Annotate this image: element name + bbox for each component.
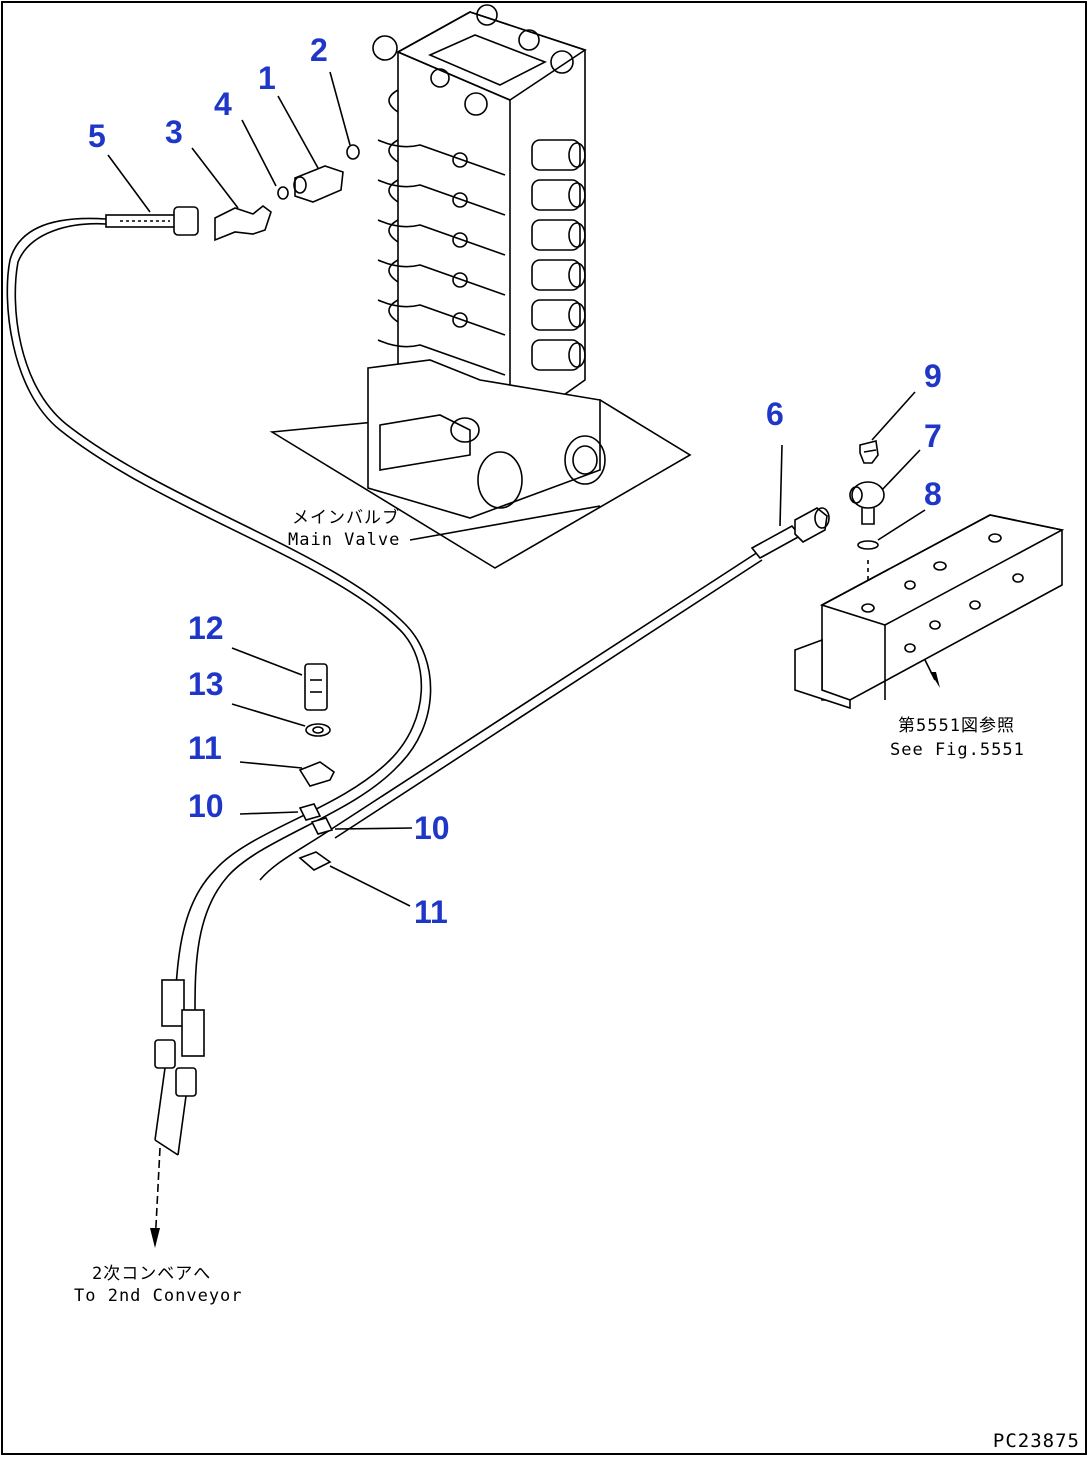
fitting-6 [750,507,830,560]
callout-4: 4 [214,86,232,122]
manifold-block [794,514,1065,710]
conveyor-label-en: To 2nd Conveyor [74,1286,243,1306]
callout-11-upper: 11 [188,730,222,766]
callout-6: 6 [766,396,784,432]
conveyor-label-jp: 2次コンベアへ [92,1264,212,1284]
callout-5: 5 [88,118,106,154]
figure-id: PC23875 [992,1430,1080,1452]
callout-3: 3 [165,114,183,150]
leader-lines [107,71,926,907]
main-valve-label-en: Main Valve [288,530,401,550]
callout-2: 2 [310,32,328,68]
clamp-parts [298,663,336,871]
main-valve [367,4,606,519]
main-valve-label-jp: メインバルブ [292,508,400,528]
hose-ends-bottom [150,979,205,1248]
callout-10-right: 10 [414,810,450,846]
hose-left-loop [6,217,423,1001]
callout-8: 8 [924,476,942,512]
callout-13: 13 [188,666,224,702]
fitting-group-top [105,144,360,242]
callout-11-lower: 11 [414,894,448,930]
callout-10-left: 10 [188,788,224,824]
callout-12: 12 [188,610,224,646]
hose-to-fitting-6 [259,551,759,881]
callout-9: 9 [924,358,942,394]
fittings-7-8-9 [849,440,885,605]
reference-label-jp: 第5551図参照 [898,716,1015,736]
reference-label-en: See Fig.5551 [890,740,1025,760]
callout-7: 7 [924,418,942,454]
callout-1: 1 [258,60,276,96]
